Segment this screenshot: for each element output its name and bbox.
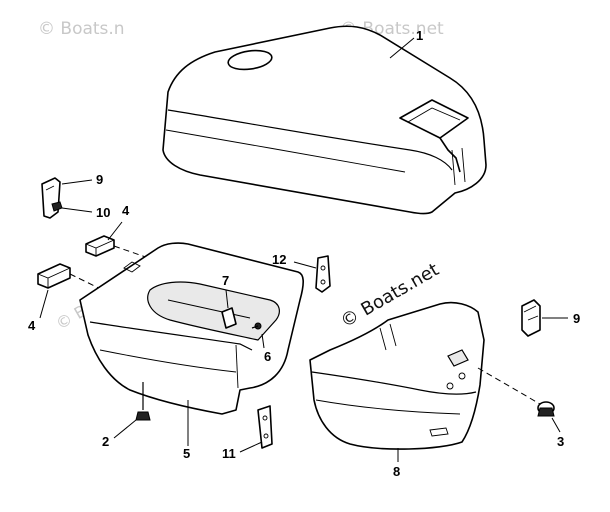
- top-cover-part: [162, 25, 487, 215]
- callout-10: 10: [96, 205, 110, 220]
- leader-11: [239, 441, 263, 453]
- knob-3-part: [537, 401, 555, 417]
- screw-2-part: [135, 382, 151, 421]
- bracket-11-part: [257, 405, 273, 449]
- callout-1: 1: [416, 28, 423, 43]
- callout-4-upper: 4: [122, 203, 130, 218]
- latch-left-part: [41, 177, 63, 219]
- callout-9-right: 9: [573, 311, 580, 326]
- bracket-12-part: [315, 255, 331, 293]
- callout-8: 8: [393, 464, 400, 479]
- leader-6: [261, 333, 265, 349]
- leader-4a: [107, 221, 123, 241]
- callout-6: 6: [264, 349, 271, 364]
- pad-lower-part: [37, 263, 71, 289]
- knob-alignment-line: [477, 367, 541, 405]
- callout-12: 12: [272, 252, 286, 267]
- lower-cowl-left-part: [79, 242, 304, 415]
- leader-9a: [61, 179, 93, 185]
- leader-1: [389, 37, 415, 59]
- callout-4-lower: 4: [28, 318, 36, 333]
- lower-cowl-right-part: [309, 301, 485, 450]
- leader-10: [61, 207, 93, 213]
- leader-4b: [39, 289, 49, 319]
- leader-3: [551, 417, 561, 433]
- callout-3: 3: [557, 434, 564, 449]
- latch-right-part: [521, 299, 541, 337]
- callout-7: 7: [222, 273, 229, 288]
- pad-upper-part: [85, 235, 115, 257]
- clip-7-part: [221, 307, 237, 329]
- callout-5: 5: [183, 446, 190, 461]
- leader-2: [113, 419, 137, 439]
- leader-7: [225, 289, 229, 309]
- callout-11: 11: [222, 446, 236, 461]
- callout-2: 2: [102, 434, 109, 449]
- watermark-top-left: © Boats.n: [38, 19, 125, 39]
- callout-9-left: 9: [96, 172, 103, 187]
- leader-12: [293, 261, 317, 269]
- screw-6-part: [251, 322, 262, 330]
